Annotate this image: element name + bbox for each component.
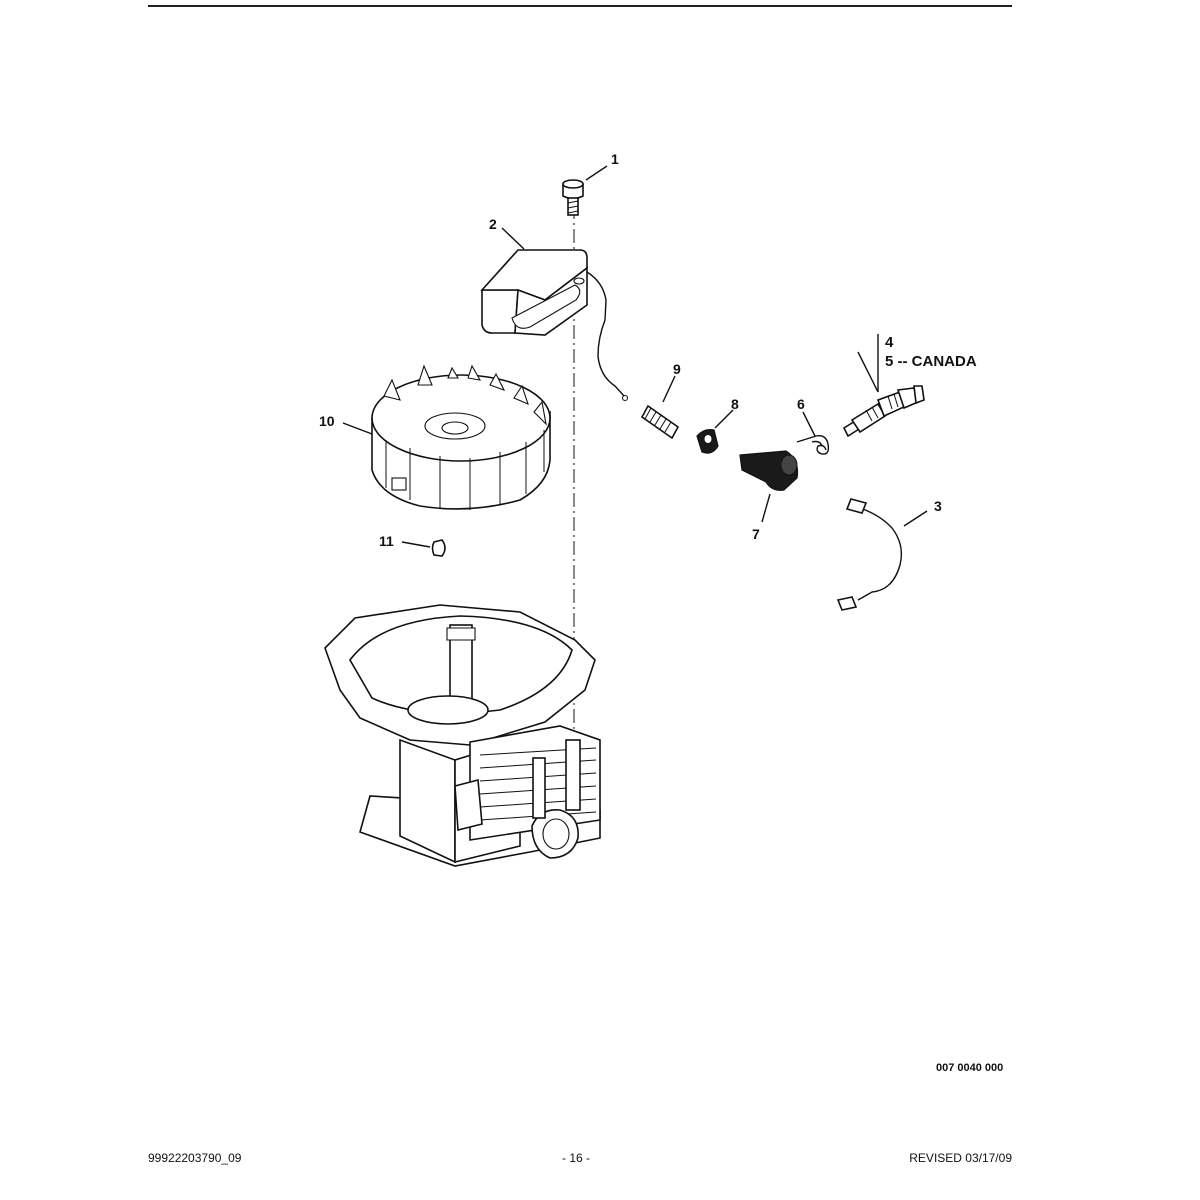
callout-11: 11 bbox=[379, 533, 394, 549]
callout-3: 3 bbox=[934, 498, 942, 514]
spark-plug-boot-part bbox=[739, 450, 799, 491]
flywheel-part bbox=[371, 364, 551, 510]
callout-2: 2 bbox=[489, 216, 497, 232]
spring-connector-part bbox=[640, 404, 680, 440]
callout-7: 7 bbox=[752, 526, 760, 542]
flywheel-key-part bbox=[431, 539, 446, 557]
callout-10: 10 bbox=[319, 413, 335, 429]
ignition-module-part bbox=[480, 249, 629, 402]
footer-document-number: 99922203790_09 bbox=[148, 1151, 242, 1165]
drawing-code: 007 0040 000 bbox=[936, 1062, 1004, 1074]
callout-4: 4 bbox=[885, 334, 894, 351]
callout-1: 1 bbox=[611, 151, 619, 167]
callout-9: 9 bbox=[673, 361, 681, 377]
footer-revision-date: REVISED 03/17/09 bbox=[909, 1151, 1012, 1165]
grommet-part bbox=[696, 429, 719, 454]
callout-6: 6 bbox=[797, 396, 805, 412]
callout-5-canada: 5 -- CANADA bbox=[885, 353, 977, 370]
top-rule bbox=[148, 5, 1012, 7]
screw-part bbox=[562, 179, 584, 216]
spark-plug-part bbox=[842, 385, 925, 438]
callout-labels: 1 2 3 4 5 -- CANADA 6 7 8 9 10 11 bbox=[319, 151, 977, 549]
ground-wire-part bbox=[836, 498, 903, 611]
footer-page-number: - 16 - bbox=[561, 1151, 590, 1165]
engine-block bbox=[324, 604, 601, 867]
leader-lines bbox=[342, 165, 928, 548]
spring-clip-part bbox=[796, 434, 830, 455]
callout-8: 8 bbox=[731, 396, 739, 412]
